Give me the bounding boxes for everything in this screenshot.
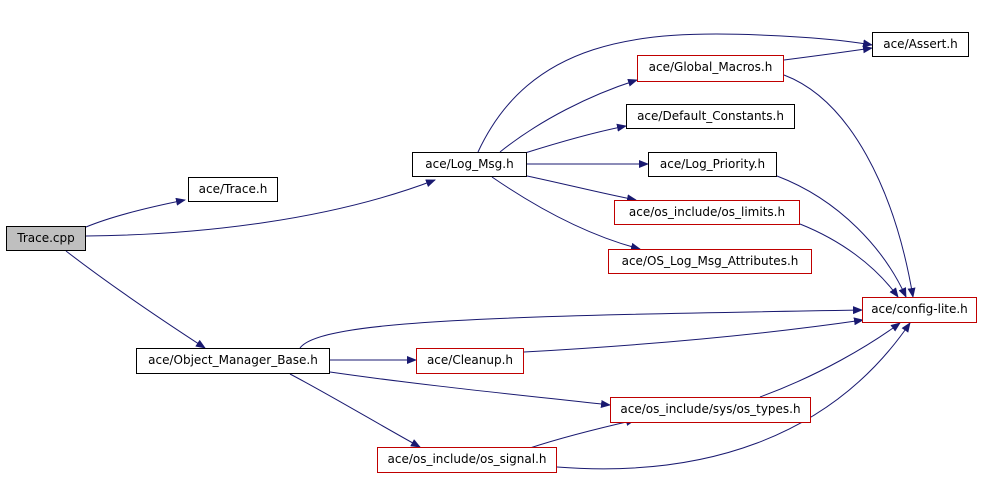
node-log-msg[interactable]: ace/Log_Msg.h	[412, 152, 527, 177]
node-label: ace/Object_Manager_Base.h	[148, 353, 318, 367]
node-label: ace/Global_Macros.h	[648, 60, 773, 74]
node-label: ace/Default_Constants.h	[637, 109, 784, 123]
node-log-priority[interactable]: ace/Log_Priority.h	[648, 152, 777, 177]
node-os-limits[interactable]: ace/os_include/os_limits.h	[614, 200, 800, 225]
edge-log-msg-to-os-limits	[526, 175, 637, 203]
edge-trace-cpp-to-object-manager-base	[65, 250, 206, 349]
node-label: ace/config-lite.h	[871, 302, 968, 316]
node-label: Trace.cpp	[17, 231, 75, 245]
node-global-macros[interactable]: ace/Global_Macros.h	[637, 55, 784, 82]
edge-trace-cpp-to-log-msg	[85, 179, 436, 237]
node-label: ace/OS_Log_Msg_Attributes.h	[621, 254, 799, 268]
node-os-log-msg-attributes[interactable]: ace/OS_Log_Msg_Attributes.h	[608, 249, 812, 274]
edge-log-msg-to-os-log-msg-attributes	[491, 176, 641, 251]
node-label: ace/os_include/os_signal.h	[387, 452, 547, 466]
edge-log-msg-to-assert	[477, 33, 873, 153]
node-label: ace/Log_Priority.h	[659, 157, 766, 171]
edge-object-manager-base-to-os-signal	[289, 373, 421, 448]
edge-os-signal-to-os-types	[529, 418, 636, 449]
node-trace-cpp[interactable]: Trace.cpp	[6, 226, 86, 251]
node-trace-h[interactable]: ace/Trace.h	[188, 177, 278, 202]
node-default-constants[interactable]: ace/Default_Constants.h	[626, 104, 795, 129]
edge-trace-cpp-to-trace-h	[85, 197, 186, 228]
node-label: ace/Cleanup.h	[426, 353, 514, 367]
edge-os-signal-to-config-lite	[556, 322, 911, 470]
node-cleanup[interactable]: ace/Cleanup.h	[416, 348, 524, 374]
edge-global-macros-to-assert	[783, 45, 873, 61]
edge-log-msg-to-default-constants	[524, 123, 627, 154]
edge-os-limits-to-config-lite	[799, 223, 899, 298]
node-os-types[interactable]: ace/os_include/sys/os_types.h	[610, 397, 811, 423]
node-os-signal[interactable]: ace/os_include/os_signal.h	[377, 447, 557, 473]
edge-global-macros-to-config-lite	[783, 74, 916, 298]
node-object-manager-base[interactable]: ace/Object_Manager_Base.h	[136, 348, 330, 374]
node-config-lite[interactable]: ace/config-lite.h	[862, 297, 977, 323]
edge-object-manager-base-to-os-types	[329, 371, 611, 408]
edge-object-manager-base-to-config-lite	[299, 306, 863, 349]
node-label: ace/Assert.h	[883, 37, 958, 51]
edge-cleanup-to-config-lite	[523, 317, 864, 353]
edge-log-msg-to-global-macros	[499, 78, 638, 153]
node-label: ace/os_include/os_limits.h	[628, 205, 786, 219]
node-label: ace/Trace.h	[198, 182, 268, 196]
node-label: ace/Log_Msg.h	[425, 157, 514, 171]
node-assert[interactable]: ace/Assert.h	[872, 32, 969, 57]
edge-os-types-to-config-lite	[759, 322, 901, 398]
edge-log-priority-to-config-lite	[776, 175, 907, 298]
node-label: ace/os_include/sys/os_types.h	[620, 402, 801, 416]
